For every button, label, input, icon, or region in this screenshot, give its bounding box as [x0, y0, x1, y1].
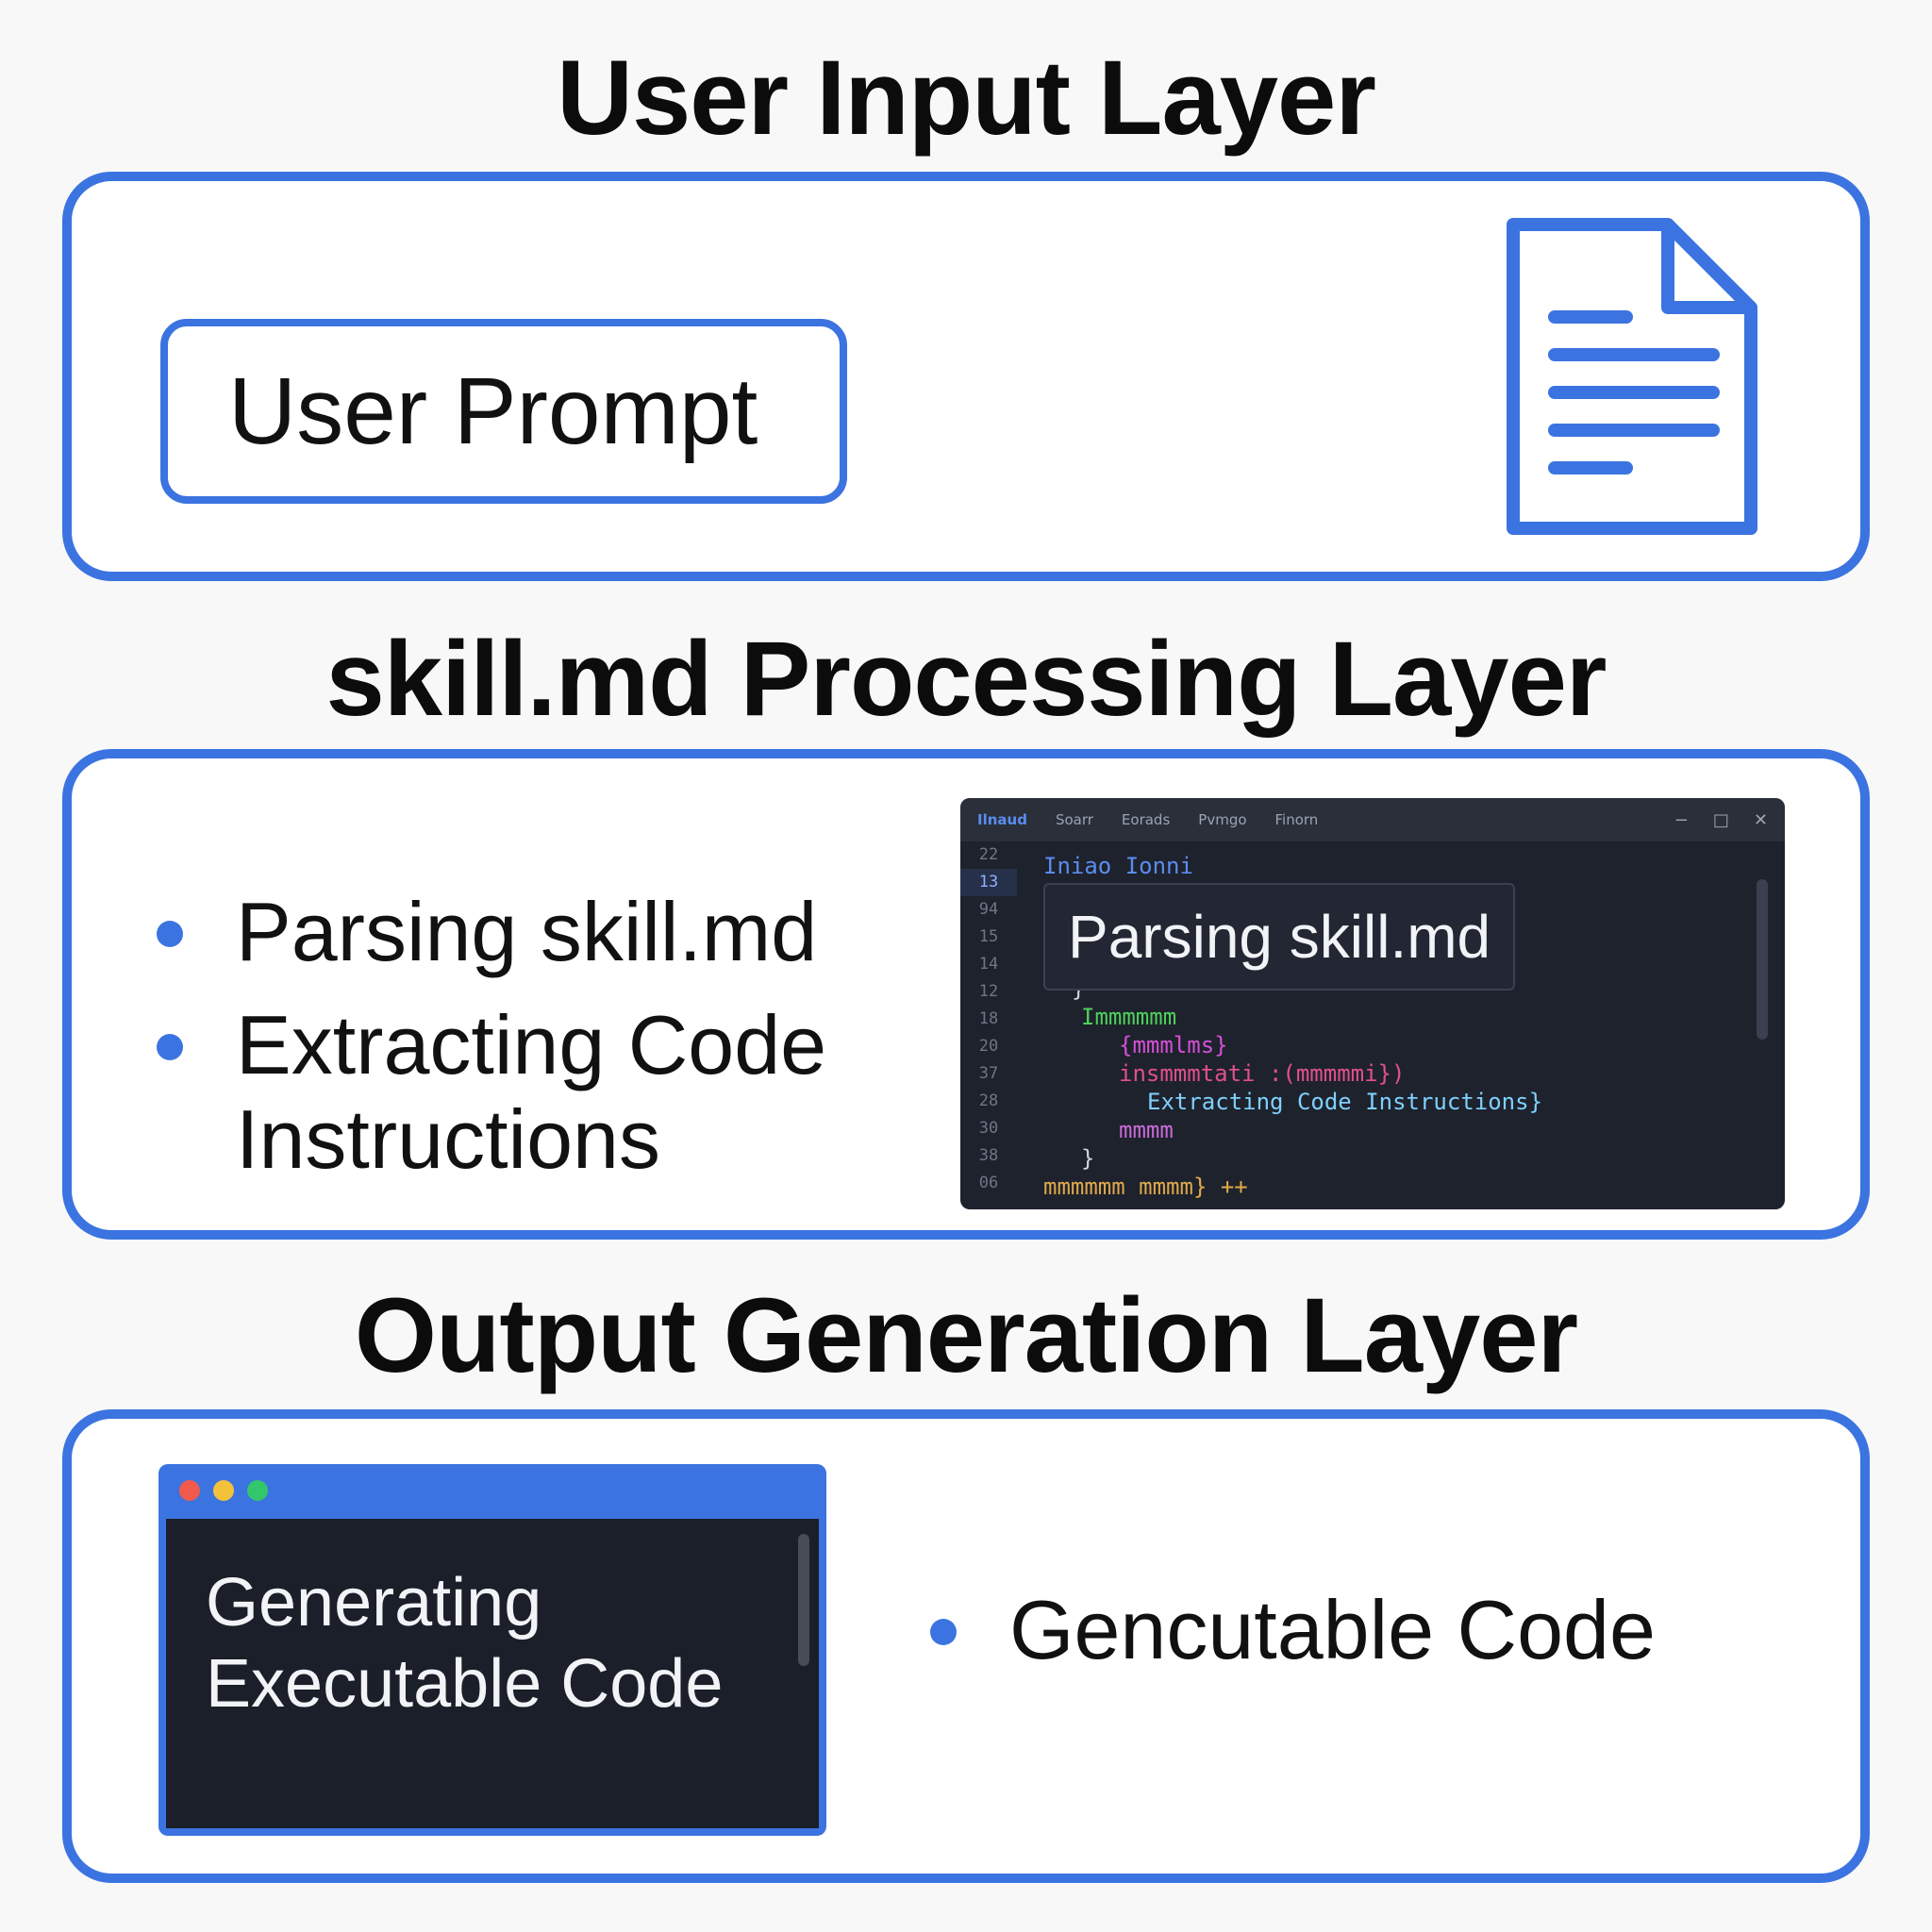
document-icon — [1507, 218, 1757, 535]
editor-scrollbar[interactable] — [1757, 879, 1768, 1040]
list-item: Gencutable Code — [930, 1583, 1656, 1677]
processing-layer-title: skill.md Processing Layer — [325, 620, 1607, 738]
processing-layer-panel: Parsing skill.md Extracting Code Instruc… — [62, 749, 1870, 1240]
maximize-dot-icon[interactable] — [247, 1480, 268, 1501]
line-number: 22 — [978, 845, 999, 864]
editor-menu-item[interactable]: Pvmgo — [1198, 811, 1247, 828]
editor-menu-item[interactable]: Eorads — [1121, 811, 1171, 828]
tooltip-text: Parsing skill.md — [1068, 903, 1491, 971]
bullet-text: Parsing skill.md — [236, 885, 818, 978]
close-icon[interactable]: ✕ — [1753, 809, 1768, 830]
line-number: 18 — [978, 1009, 999, 1028]
line-number: 94 — [978, 900, 999, 919]
terminal-body: Generating Executable Code — [166, 1519, 819, 1828]
bullet-dot-icon — [157, 1034, 183, 1060]
bullet-text: Instructions — [236, 1092, 660, 1186]
bullet-dot-icon — [930, 1619, 957, 1645]
output-layer-title: Output Generation Layer — [354, 1276, 1578, 1394]
line-number: 28 — [978, 1091, 999, 1110]
line-number: 15 — [978, 927, 999, 946]
bullet-dot-icon — [157, 921, 183, 947]
code-line: {mmmlms} — [1119, 1032, 1228, 1058]
line-number: 20 — [978, 1037, 999, 1056]
editor-title-bar: Ilnaud Soarr Eorads Pvmgo Finorn − □ ✕ — [960, 798, 1785, 841]
code-line: insmmmtati :(mmmmmi}) — [1119, 1060, 1406, 1087]
line-number: 06 — [978, 1174, 999, 1192]
line-number: 37 — [978, 1064, 999, 1083]
input-layer-panel: User Prompt — [62, 172, 1870, 581]
list-item: Parsing skill.md — [157, 885, 826, 979]
list-item-continuation: Instructions — [157, 1092, 826, 1187]
processing-bullet-list: Parsing skill.md Extracting Code Instruc… — [157, 885, 826, 1206]
terminal-window: Generating Executable Code — [158, 1464, 826, 1836]
code-editor-window: Ilnaud Soarr Eorads Pvmgo Finorn − □ ✕ 2… — [960, 798, 1785, 1209]
parsing-tooltip: Parsing skill.md — [1043, 883, 1516, 991]
bullet-text: Extracting Code — [236, 998, 827, 1091]
code-line: } — [1081, 1145, 1095, 1172]
user-prompt-box[interactable]: User Prompt — [160, 319, 847, 504]
output-bullet-list: Gencutable Code — [930, 1583, 1656, 1696]
minimize-icon[interactable]: − — [1674, 809, 1689, 830]
close-dot-icon[interactable] — [179, 1480, 200, 1501]
bullet-text: Gencutable Code — [1009, 1583, 1656, 1676]
code-line: Immmmmm — [1081, 1004, 1177, 1030]
output-layer-panel: Generating Executable Code Gencutable Co… — [62, 1409, 1870, 1883]
terminal-scrollbar[interactable] — [798, 1534, 809, 1666]
editor-line-numbers: 22 13 94 15 14 12 18 20 37 28 30 38 06 — [960, 841, 1017, 1209]
list-item: Extracting Code — [157, 998, 826, 1092]
maximize-icon[interactable]: □ — [1712, 809, 1729, 830]
line-number: 38 — [978, 1146, 999, 1165]
code-line: mmmmmm mmmm} ++ — [1043, 1174, 1248, 1200]
input-layer-title: User Input Layer — [557, 39, 1376, 157]
code-line: mmmm — [1119, 1117, 1174, 1143]
code-line: Extracting Code Instructions} — [1147, 1089, 1543, 1115]
line-number: 12 — [978, 982, 999, 1001]
line-number: 14 — [978, 955, 999, 974]
code-line: Iniao Ionni — [1043, 853, 1193, 879]
editor-menu-item[interactable]: Finorn — [1274, 811, 1319, 828]
line-number: 13 — [960, 869, 1017, 896]
terminal-title-bar — [158, 1464, 826, 1517]
editor-menu-item[interactable]: Soarr — [1055, 811, 1093, 828]
minimize-dot-icon[interactable] — [213, 1480, 234, 1501]
editor-brand: Ilnaud — [977, 811, 1027, 828]
line-number: 30 — [978, 1119, 999, 1138]
terminal-text: Generating Executable Code — [206, 1565, 724, 1722]
user-prompt-label: User Prompt — [228, 358, 758, 464]
